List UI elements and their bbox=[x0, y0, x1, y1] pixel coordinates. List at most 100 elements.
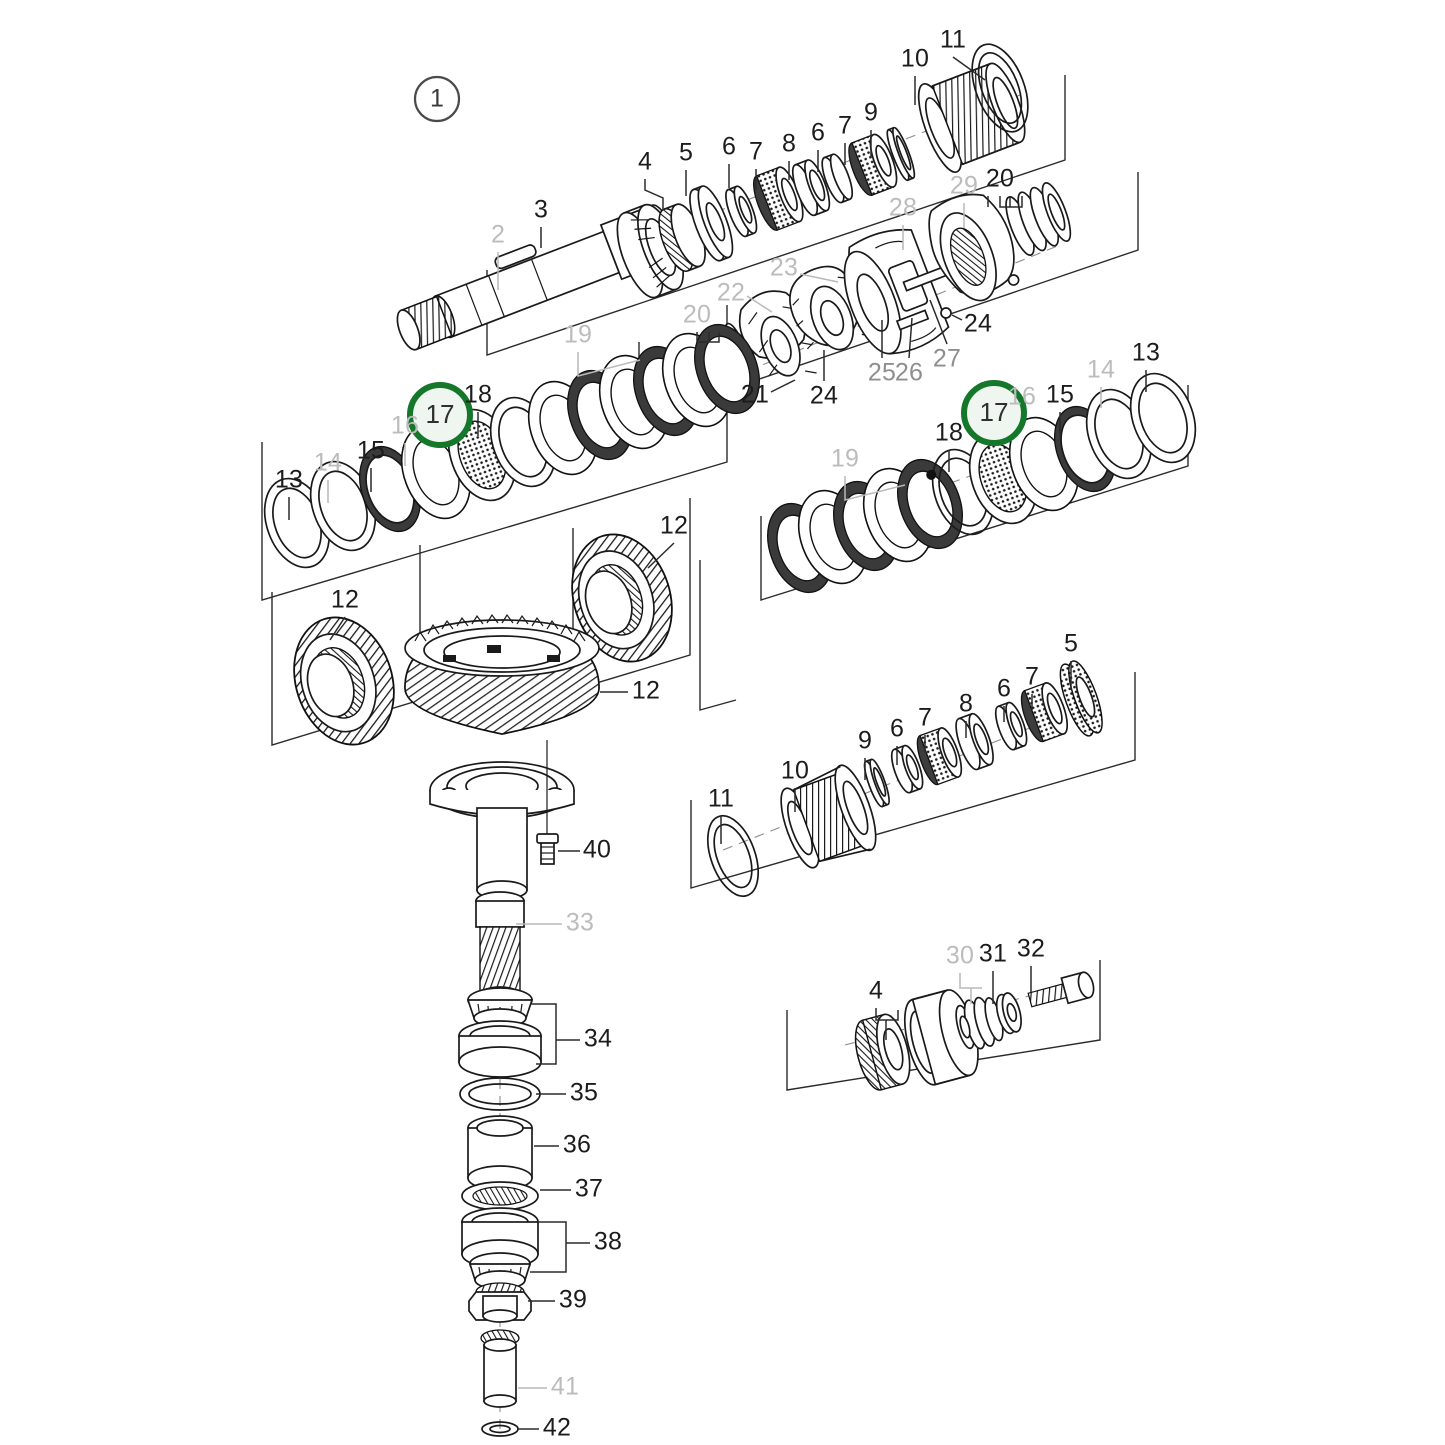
part-spacer-6b bbox=[821, 153, 854, 204]
callout-14-left: 14 bbox=[314, 449, 342, 477]
callout-42: 42 bbox=[543, 1414, 571, 1442]
part-group-input-pinion bbox=[396, 43, 1029, 351]
part-group-left-brake-pack bbox=[252, 314, 772, 578]
part-roller-bearing-7b bbox=[848, 133, 898, 196]
part-spacer-8a bbox=[791, 159, 831, 217]
part-detail-27 bbox=[940, 307, 952, 319]
callout-38: 38 bbox=[594, 1228, 622, 1256]
part-splined-sleeve-10R bbox=[780, 764, 877, 869]
part-bolt-40 bbox=[536, 740, 559, 865]
part-spacer-tube-36 bbox=[467, 1115, 533, 1191]
part-group-bearing-adjuster bbox=[854, 971, 1095, 1091]
part-ring-9 bbox=[886, 126, 916, 182]
callout-22: 22 bbox=[717, 279, 745, 307]
callout-25: 25 bbox=[868, 359, 896, 387]
part-spacer-6a bbox=[725, 185, 758, 238]
part-taper-bearing-38 bbox=[461, 1207, 539, 1290]
callout-6b: 6 bbox=[811, 119, 825, 147]
part-shims-20b bbox=[1005, 182, 1072, 256]
part-plug-41 bbox=[480, 1329, 520, 1408]
part-washer-5 bbox=[689, 185, 734, 262]
callout-16-left: 16 bbox=[391, 412, 419, 440]
part-splined-shaft-33 bbox=[475, 891, 525, 1004]
callout-29: 29 bbox=[950, 172, 978, 200]
callout-10-right: 10 bbox=[781, 757, 809, 785]
callout-23: 23 bbox=[770, 254, 798, 282]
callout-13-right: 13 bbox=[1132, 339, 1160, 367]
part-splined-sleeve-10 bbox=[917, 62, 1026, 174]
callout-7-right1: 7 bbox=[918, 704, 932, 732]
part-roller-bearing-7R2 bbox=[1020, 682, 1069, 743]
callout-4: 4 bbox=[638, 148, 652, 176]
part-spacer-6R2 bbox=[994, 701, 1028, 751]
callout-18-right: 18 bbox=[935, 419, 963, 447]
callout-34: 34 bbox=[584, 1025, 612, 1053]
callout-19-right: 19 bbox=[831, 445, 859, 473]
part-roller-bearing-7R1 bbox=[916, 727, 963, 786]
figure-badge-circle bbox=[413, 75, 461, 123]
callout-33: 33 bbox=[566, 909, 594, 937]
part-side-gear-23 bbox=[789, 265, 872, 351]
callout-16-right: 16 bbox=[1008, 383, 1036, 411]
part-bolt-hole-24 bbox=[1007, 274, 1020, 286]
callout-4-bottom: 4 bbox=[869, 977, 883, 1005]
part-taper-bearing-34 bbox=[458, 987, 542, 1078]
part-nut-39 bbox=[468, 1282, 532, 1323]
callout-6-right1: 6 bbox=[890, 715, 904, 743]
part-washer-5R bbox=[1059, 660, 1103, 737]
figure-badge: 1 bbox=[413, 75, 461, 123]
figure-badge-label: 1 bbox=[430, 85, 444, 113]
part-spacer-8R bbox=[955, 712, 994, 771]
callout-12c: 12 bbox=[632, 677, 660, 705]
part-seal-37 bbox=[461, 1181, 539, 1211]
callout-5-right: 5 bbox=[1064, 630, 1078, 658]
callout-20b: 20 bbox=[683, 301, 711, 329]
highlight-left-17[interactable]: 17 bbox=[407, 382, 473, 448]
callout-24a: 24 bbox=[964, 310, 992, 338]
highlight-right-17[interactable]: 17 bbox=[961, 380, 1027, 446]
part-o-ring-11R bbox=[706, 814, 760, 898]
frame-right-pinion bbox=[690, 672, 1136, 889]
highlight-circle-17-left[interactable] bbox=[407, 382, 473, 448]
callout-10: 10 bbox=[901, 45, 929, 73]
part-bearing-cone-4b bbox=[658, 203, 706, 272]
callout-26: 26 bbox=[895, 359, 923, 387]
callout-20a: 20 bbox=[986, 165, 1014, 193]
part-washer-31 bbox=[995, 992, 1022, 1035]
callout-12b: 12 bbox=[660, 512, 688, 540]
part-hub-flange bbox=[429, 761, 575, 900]
callout-2: 2 bbox=[491, 221, 505, 249]
part-group-kingpin-stack bbox=[458, 891, 542, 1437]
callout-28: 28 bbox=[889, 194, 917, 222]
callout-41: 41 bbox=[551, 1373, 579, 1401]
callout-15-left: 15 bbox=[357, 437, 385, 465]
callout-14-right: 14 bbox=[1087, 356, 1115, 384]
frame-bevel-right bbox=[572, 498, 691, 691]
part-spider-21 bbox=[738, 290, 817, 377]
part-ring-9R bbox=[863, 758, 890, 808]
callout-18-left: 18 bbox=[464, 381, 492, 409]
leader-lines bbox=[288, 56, 1147, 1430]
callout-12a: 12 bbox=[331, 586, 359, 614]
callout-8a: 8 bbox=[782, 130, 796, 158]
callout-3: 3 bbox=[534, 196, 548, 224]
highlight-label-17-right: 17 bbox=[980, 397, 1009, 427]
callout-35: 35 bbox=[570, 1079, 598, 1107]
callout-11: 11 bbox=[940, 26, 966, 54]
part-flange-29 bbox=[928, 193, 1020, 302]
callout-7-right2: 7 bbox=[1025, 663, 1039, 691]
callout-7b: 7 bbox=[838, 112, 852, 140]
part-bevel-pinion-12a bbox=[293, 616, 395, 746]
callout-21: 21 bbox=[741, 381, 769, 409]
callout-32: 32 bbox=[1017, 935, 1045, 963]
part-bevel-pinion-12b bbox=[571, 533, 673, 663]
callout-40: 40 bbox=[583, 836, 611, 864]
highlight-circle-17-right[interactable] bbox=[961, 380, 1027, 446]
callout-9: 9 bbox=[864, 99, 878, 127]
part-crown-wheel-12 bbox=[404, 613, 600, 735]
callout-7a: 7 bbox=[749, 138, 763, 166]
callout-labels: 2 3 4 5 6 7 8 6 7 9 10 11 29 20 28 23 22… bbox=[275, 26, 1160, 1442]
callout-19-left: 19 bbox=[564, 321, 592, 349]
